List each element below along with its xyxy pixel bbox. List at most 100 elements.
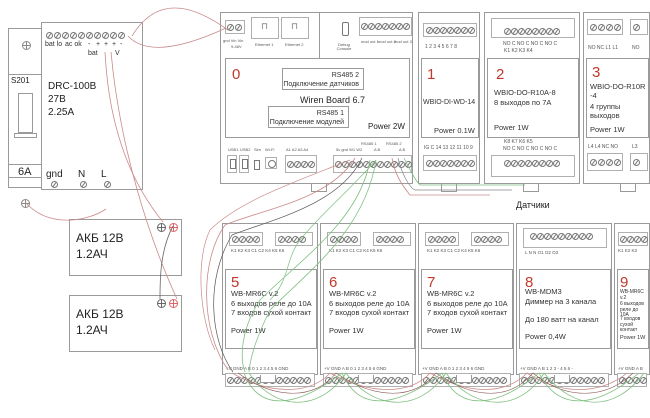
module-top-terminal-labels: K1 K2 K3 C1 C2 K4 K5 K6 [427, 248, 481, 253]
module-top-terminal-labels: K1 K2 K3 C1 C2 K4 K5 K6 [329, 248, 383, 253]
controller-power: Power 2W [368, 122, 405, 131]
module-6: K1 K2 K3 C1 C2 K4 K5 K6 6 WB-MR6C v.2 6 … [320, 223, 416, 387]
module-bottom-terminal-labels: +V GND A B [618, 366, 643, 371]
debug-usb-port[interactable] [342, 22, 349, 36]
device-number: 3 [592, 64, 601, 81]
module-bottom-terminal-labels-2: L3 [632, 144, 638, 150]
module-bottom-terminal-labels: +V GND A B 0 1 2 3 4 5 6 GND [422, 366, 485, 371]
module-line-2: 7 входов сухой контакт [329, 308, 410, 317]
battery-plus-terminal-icon [169, 223, 178, 232]
module-panel: 3 WBIO-DO-R10R-4 4 группы выходов Power … [586, 58, 649, 138]
battery-2: АКБ 12В 1.2АЧ [69, 295, 182, 352]
module-line-1: 6 выходов реле до 10A [231, 299, 312, 308]
circuit-breaker: S201 6A [8, 28, 43, 208]
psu-label-v: V [115, 50, 120, 57]
rs485-2-port-label: RS485 2 [386, 141, 402, 146]
battery-capacity: 1.2АЧ [76, 247, 108, 261]
module-line-2: До 180 ватт на канал [525, 315, 599, 324]
psu-current: 2.25A [48, 107, 75, 118]
mod-out-3-label: mod out 3 [394, 39, 412, 44]
module-line-2: 7 входов сухой контакт [620, 316, 641, 333]
module-power: Power 1W [427, 326, 462, 335]
psu-label-ac-ok: ac ok [65, 41, 82, 48]
sensors-label: Датчики [516, 200, 550, 210]
ethernet-2-port[interactable]: ⊓ [281, 17, 309, 39]
module-power: Power 1W [329, 326, 364, 335]
ethernet-icon: ⊓ [261, 21, 269, 31]
breaker-model: S201 [11, 76, 30, 85]
usb2-label: USB2 [240, 147, 251, 152]
module-1: 1 2 3 4 5 6 7 8 1 WBIO-DI-WD-14 Power 0.… [418, 12, 480, 184]
battery-minus-terminal-icon [157, 223, 166, 232]
psu-label-bat: bat [88, 50, 98, 57]
wifi-antenna-port[interactable] [265, 157, 277, 169]
terminal-icon [78, 32, 85, 39]
usb1-label: USB1 [228, 147, 239, 152]
terminal-icon [54, 32, 61, 39]
psu-label-v-plus: + [104, 41, 109, 48]
device-number: 1 [427, 66, 436, 83]
terminal-icon [104, 181, 111, 188]
usb1-port[interactable] [227, 155, 237, 173]
module-top-terminal-labels-2: NO [632, 45, 640, 51]
ethernet-2-label: Ethernet 2 [285, 42, 304, 47]
module-panel: 7 WB-MR6C v.2 6 выходов реле до 10A 7 вх… [421, 269, 513, 349]
usb2-port[interactable] [239, 155, 249, 173]
module-bottom-terminal-labels: IG C 14 13 12 11 10 9 [424, 145, 473, 151]
psu-label-bat-minus: - [88, 41, 91, 48]
psu-terminal-l: L [101, 169, 107, 180]
module-model: WB-MDM3 [525, 287, 562, 296]
debug-console-label: Debug Console [336, 42, 352, 51]
psu-label-v-plus: + [112, 41, 117, 48]
device-number: 2 [496, 66, 505, 83]
module-model: WBIO-DI-WD-14 [423, 99, 476, 106]
module-9: K1 K2 K3 9 WB-MR6C v.2 6 выходов реле до… [614, 223, 650, 387]
analog-inputs-label: A1 A2 A3 A4 [286, 147, 309, 152]
module-relay-labels: K1 K2 K3 K4 [504, 48, 533, 54]
rs485-2-desc: Подключение датчиков [283, 81, 359, 88]
module-bottom-terminal-labels: +V GND A B 0 1 2 3 4 5 6 GND [324, 366, 387, 371]
module-line-1: 6 выходов реле до 10A [329, 299, 410, 308]
module-description: 8 выходов по 7А [494, 98, 552, 107]
wifi-label: Wi-Fi [265, 147, 275, 152]
rs485-1-title: RS485 1 [316, 110, 344, 117]
ethernet-1-label: Ethernet 1 [255, 42, 274, 47]
screw-icon [22, 41, 31, 50]
power-input-terminal [225, 20, 245, 34]
ethernet-1-port[interactable]: ⊓ [251, 17, 279, 39]
module-line-2: 7 входов сухой контакт [427, 308, 508, 317]
module-model: WB-MR6C v.2 [231, 289, 279, 298]
terminal-icon [86, 32, 93, 39]
module-2: NO C NO C NO C NO C K1 K2 K3 K4 2 WBIO-D… [484, 12, 580, 184]
power-input-label: gnd Vin Vin [223, 38, 244, 43]
module-8: L N N O1 O2 O3 8 WB-MDM3 Диммер на 3 кан… [516, 223, 612, 387]
terminal-icon [51, 181, 58, 188]
controller-name: Wiren Board 6.7 [300, 95, 366, 105]
terminal-icon [70, 32, 77, 39]
device-number: 9 [620, 274, 629, 291]
rs485-2-ab: A B [399, 147, 406, 152]
terminal-icon [118, 32, 125, 39]
power-supply: bat lo ac ok - + + + - bat V DRC-100B 27… [41, 22, 143, 190]
device-number: 0 [232, 66, 241, 83]
psu-model: DRC-100B [48, 81, 97, 92]
terminal-icon [94, 32, 101, 39]
module-bottom-terminal-labels: L4 L4 NC NO [588, 144, 619, 150]
battery-capacity: 1.2АЧ [76, 323, 108, 337]
mod-out-1-label: mod out 1 [361, 39, 379, 44]
psu-terminal-gnd: gnd [46, 169, 63, 180]
module-bottom-terminal-labels: +V GND A B 0 1 2 3 4 5 6 GND [226, 366, 289, 371]
main-terminal-block [333, 155, 412, 173]
rs485-1-desc: Подключение модулей [269, 119, 344, 126]
module-model: WB-MR6C v.2 [427, 289, 475, 298]
device-number: 5 [231, 274, 240, 291]
terminal-icon [110, 32, 117, 39]
device-number: 7 [427, 274, 436, 291]
screw-icon [21, 199, 30, 208]
battery-minus-terminal-icon [157, 299, 166, 308]
module-bottom-terminal-block [617, 373, 647, 387]
sim-slot[interactable] [254, 160, 260, 170]
module-power: Power 1W [590, 125, 625, 134]
mod-out-terminal [359, 17, 412, 36]
psu-label-bat-lo: bat lo [45, 41, 63, 48]
